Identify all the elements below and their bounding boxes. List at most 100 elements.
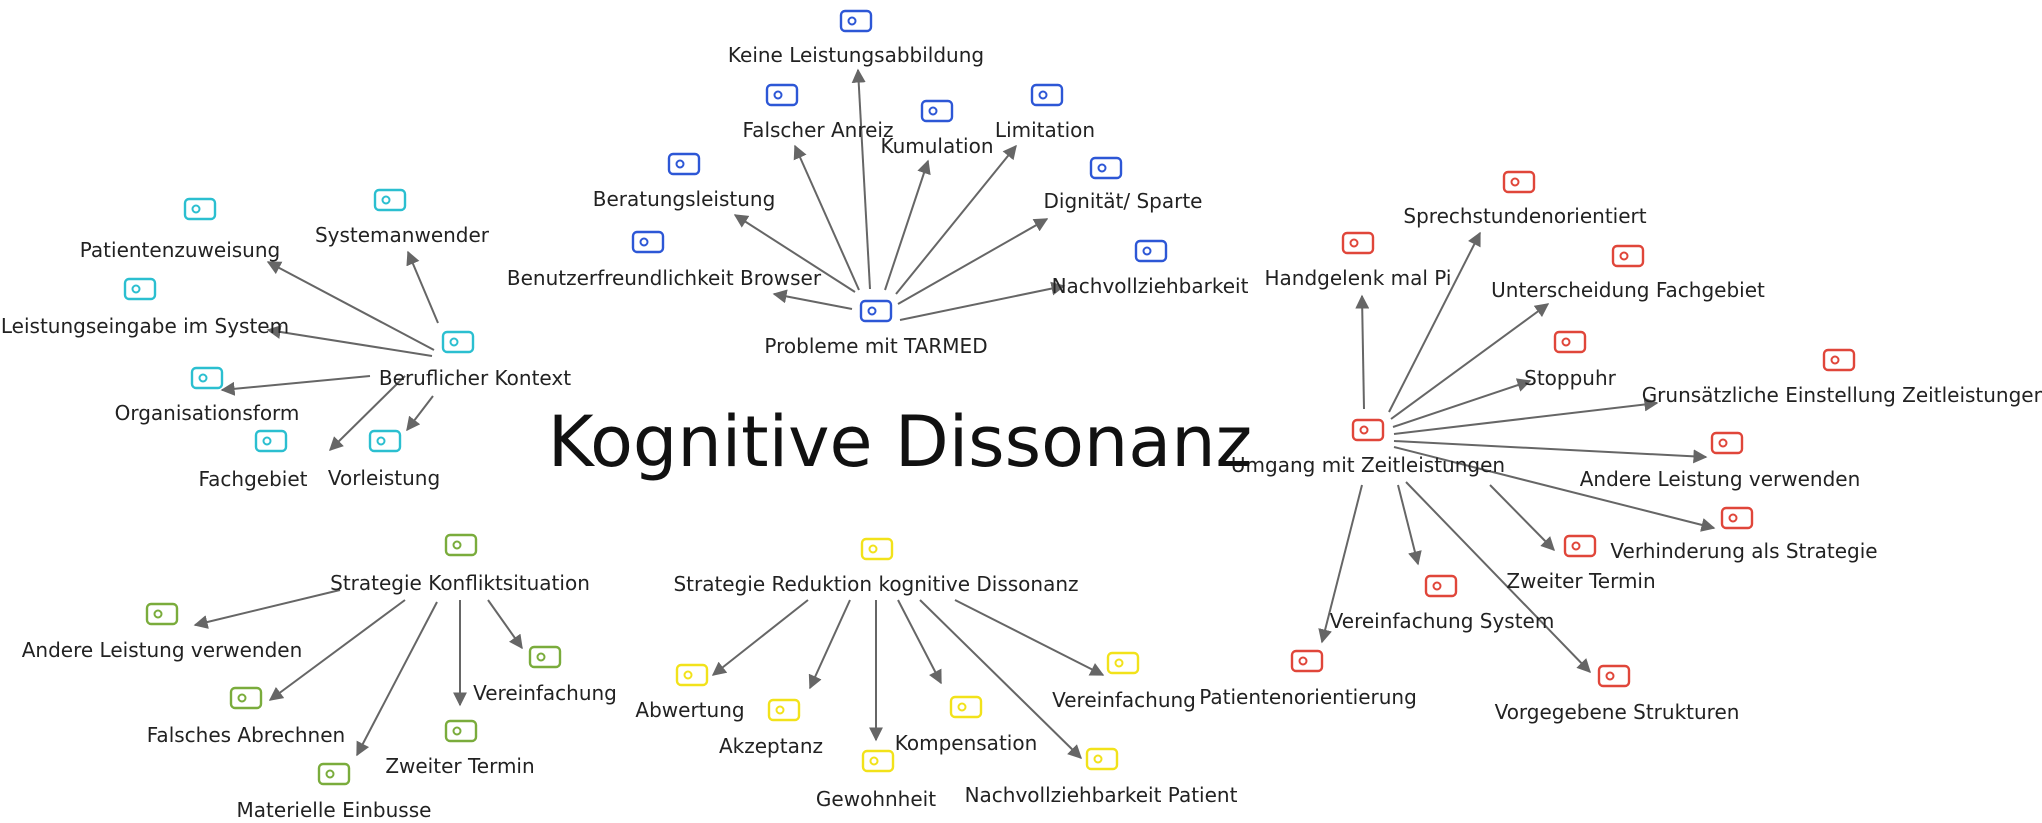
umgang-mit-zeitleistungen-sprechstundenorientiert-code-icon: [1502, 170, 1536, 194]
strategie-konfliktsituation-falsches-abrechnen-edge: [268, 599, 406, 701]
umgang-mit-zeitleistungen-stoppuhr-label: Stoppuhr: [1524, 366, 1617, 390]
probleme-mit-tarmed-beratungsleistung-label: Beratungsleistung: [593, 187, 776, 211]
umgang-mit-zeitleistungen-andere-leistung-verwenden-code-icon: [1710, 431, 1744, 455]
probleme-mit-tarmed-keine-leistungsabbildung-code-icon: [839, 9, 873, 33]
beruflicher-kontext-patientenzuweisung-edge: [266, 261, 435, 351]
umgang-mit-zeitleistungen-vorgegebene-strukturen-code-icon: [1597, 664, 1631, 688]
umgang-mit-zeitleistungen-grunsatzliche-einstellung-zeitleistungen-code-icon: [1822, 348, 1856, 372]
probleme-mit-tarmed-keine-leistungsabbildung-edge: [851, 68, 871, 290]
strategie-konfliktsituation-andere-leistung-verwenden-label: Andere Leistung verwenden: [22, 638, 303, 662]
umgang-mit-zeitleistungen-unterscheidung-fachgebiet-edge: [1390, 303, 1550, 420]
umgang-mit-zeitleistungen-vereinfachung-system-label: Vereinfachung System: [1330, 609, 1555, 633]
umgang-mit-zeitleistungen-andere-leistung-verwenden-label: Andere Leistung verwenden: [1580, 467, 1861, 491]
beruflicher-kontext-organisationsform-label: Organisationsform: [115, 401, 300, 425]
umgang-mit-zeitleistungen-vereinfachung-system-code-icon: [1424, 574, 1458, 598]
umgang-mit-zeitleistungen-handgelenk-mal-pi-edge: [1355, 294, 1370, 410]
beruflicher-kontext-center-code-icon: [441, 330, 475, 354]
umgang-mit-zeitleistungen-andere-leistung-verwenden-edge: [1393, 440, 1708, 464]
probleme-mit-tarmed-limitation-label: Limitation: [995, 118, 1095, 142]
probleme-mit-tarmed-nachvollziehbarkeit-label: Nachvollziehbarkeit: [1052, 274, 1249, 298]
strategie-konfliktsituation-center-label: Strategie Konfliktsituation: [330, 571, 590, 595]
umgang-mit-zeitleistungen-verhinderung-als-strategie-label: Verhinderung als Strategie: [1610, 539, 1877, 563]
umgang-mit-zeitleistungen-vorgegebene-strukturen-edge: [1405, 481, 1591, 674]
umgang-mit-zeitleistungen-patientenorientierung-code-icon: [1290, 649, 1324, 673]
probleme-mit-tarmed-falscher-anreiz-label: Falscher Anreiz: [743, 118, 894, 142]
strategie-reduktion-gewohnheit-code-icon: [861, 749, 895, 773]
umgang-mit-zeitleistungen-unterscheidung-fachgebiet-code-icon: [1611, 244, 1645, 268]
strategie-reduktion-vereinfachung-label: Vereinfachung: [1052, 688, 1196, 712]
strategie-reduktion-nachvollziehbarkeit-patient-code-icon: [1085, 747, 1119, 771]
strategie-reduktion-center-label: Strategie Reduktion kognitive Dissonanz: [673, 572, 1078, 596]
strategie-reduktion-vereinfachung-edge: [954, 599, 1105, 676]
umgang-mit-zeitleistungen-patientenorientierung-edge: [1318, 484, 1363, 644]
beruflicher-kontext-organisationsform-edge: [220, 375, 371, 396]
strategie-reduktion-nachvollziehbarkeit-patient-edge: [919, 599, 1082, 759]
strategie-reduktion-kompensation-label: Kompensation: [895, 731, 1038, 755]
strategie-konfliktsituation-falsches-abrechnen-code-icon: [229, 686, 263, 710]
strategie-konfliktsituation-falsches-abrechnen-label: Falsches Abrechnen: [147, 723, 345, 747]
strategie-konfliktsituation-materielle-einbusse-label: Materielle Einbusse: [237, 798, 432, 822]
umgang-mit-zeitleistungen-center-code-icon: [1351, 418, 1385, 442]
probleme-mit-tarmed-limitation-code-icon: [1030, 83, 1064, 107]
strategie-konfliktsituation-materielle-einbusse-code-icon: [317, 762, 351, 786]
umgang-mit-zeitleistungen-center-label: Umgang mit Zeitleistungen: [1231, 453, 1505, 477]
probleme-mit-tarmed-dignitat-sparte-code-icon: [1089, 156, 1123, 180]
strategie-reduktion-akzeptanz-label: Akzeptanz: [719, 734, 823, 758]
strategie-konfliktsituation-center-code-icon: [444, 533, 478, 557]
edges-layer: [193, 68, 1716, 759]
umgang-mit-zeitleistungen-grunsatzliche-einstellung-zeitleistungen-edge: [1393, 397, 1659, 435]
umgang-mit-zeitleistungen-sprechstundenorientiert-label: Sprechstundenorientiert: [1403, 204, 1646, 228]
probleme-mit-tarmed-kumulation-label: Kumulation: [880, 134, 993, 158]
strategie-konfliktsituation-andere-leistung-verwenden-code-icon: [145, 602, 179, 626]
strategie-reduktion-akzeptanz-code-icon: [767, 698, 801, 722]
beruflicher-kontext-vorleistung-label: Vorleistung: [328, 466, 440, 490]
beruflicher-kontext-leistungseingabe-im-system-code-icon: [123, 277, 157, 301]
probleme-mit-tarmed-nachvollziehbarkeit-edge: [899, 281, 1066, 321]
umgang-mit-zeitleistungen-sprechstundenorientiert-edge: [1388, 231, 1481, 413]
probleme-mit-tarmed-dignitat-sparte-edge: [897, 218, 1049, 305]
beruflicher-kontext-center-label: Beruflicher Kontext: [379, 366, 571, 390]
strategie-reduktion-vereinfachung-code-icon: [1106, 651, 1140, 675]
probleme-mit-tarmed-dignitat-sparte-label: Dignität/ Sparte: [1044, 189, 1203, 213]
strategie-reduktion-abwertung-edge: [711, 599, 809, 676]
probleme-mit-tarmed-falscher-anreiz-code-icon: [765, 83, 799, 107]
probleme-mit-tarmed-beratungsleistung-edge: [733, 214, 856, 293]
strategie-konfliktsituation-andere-leistung-verwenden-edge: [193, 589, 341, 629]
diagram-title: Kognitive Dissonanz: [548, 401, 1253, 483]
umgang-mit-zeitleistungen-verhinderung-als-strategie-edge: [1393, 446, 1716, 532]
strategie-konfliktsituation-zweiter-termin-code-icon: [444, 719, 478, 743]
strategie-reduktion-kompensation-code-icon: [949, 695, 983, 719]
umgang-mit-zeitleistungen-stoppuhr-edge: [1392, 378, 1532, 428]
umgang-mit-zeitleistungen-stoppuhr-code-icon: [1553, 330, 1587, 354]
beruflicher-kontext-fachgebiet-code-icon: [254, 429, 288, 453]
probleme-mit-tarmed-beratungsleistung-code-icon: [667, 152, 701, 176]
strategie-reduktion-nachvollziehbarkeit-patient-label: Nachvollziehbarkeit Patient: [965, 783, 1238, 807]
beruflicher-kontext-leistungseingabe-im-system-label: Leistungseingabe im System: [1, 314, 289, 338]
probleme-mit-tarmed-center-code-icon: [859, 299, 893, 323]
beruflicher-kontext-systemanwender-edge: [406, 250, 439, 324]
nodes-layer: Beruflicher KontextSystemanwenderPatient…: [1, 9, 2042, 822]
umgang-mit-zeitleistungen-vorgegebene-strukturen-label: Vorgegebene Strukturen: [1495, 700, 1740, 724]
strategie-reduktion-akzeptanz-edge: [808, 599, 851, 690]
probleme-mit-tarmed-nachvollziehbarkeit-code-icon: [1134, 239, 1168, 263]
beruflicher-kontext-patientenzuweisung-label: Patientenzuweisung: [80, 238, 280, 262]
probleme-mit-tarmed-kumulation-edge: [884, 159, 931, 291]
probleme-mit-tarmed-keine-leistungsabbildung-label: Keine Leistungsabbildung: [728, 43, 984, 67]
probleme-mit-tarmed-kumulation-code-icon: [920, 99, 954, 123]
umgang-mit-zeitleistungen-grunsatzliche-einstellung-zeitleistungen-label: Grunsätzliche Einstellung Zeitleistungen: [1642, 383, 2042, 407]
probleme-mit-tarmed-falscher-anreiz-edge: [793, 144, 860, 291]
probleme-mit-tarmed-benutzerfreundlichkeit-browser-code-icon: [631, 230, 665, 254]
umgang-mit-zeitleistungen-zweiter-termin-code-icon: [1563, 534, 1597, 558]
beruflicher-kontext-vorleistung-edge: [406, 395, 434, 432]
beruflicher-kontext-fachgebiet-edge: [329, 375, 406, 451]
umgang-mit-zeitleistungen-vereinfachung-system-edge: [1397, 484, 1422, 566]
beruflicher-kontext-leistungseingabe-im-system-edge: [266, 325, 433, 357]
probleme-mit-tarmed-benutzerfreundlichkeit-browser-label: Benutzerfreundlichkeit Browser: [507, 266, 822, 290]
probleme-mit-tarmed-center-label: Probleme mit TARMED: [764, 334, 987, 358]
umgang-mit-zeitleistungen-patientenorientierung-label: Patientenorientierung: [1199, 685, 1417, 709]
beruflicher-kontext-patientenzuweisung-code-icon: [183, 197, 217, 221]
strategie-reduktion-abwertung-code-icon: [675, 663, 709, 687]
probleme-mit-tarmed-benutzerfreundlichkeit-browser-edge: [772, 289, 853, 310]
strategie-konfliktsituation-vereinfachung-label: Vereinfachung: [473, 681, 617, 705]
